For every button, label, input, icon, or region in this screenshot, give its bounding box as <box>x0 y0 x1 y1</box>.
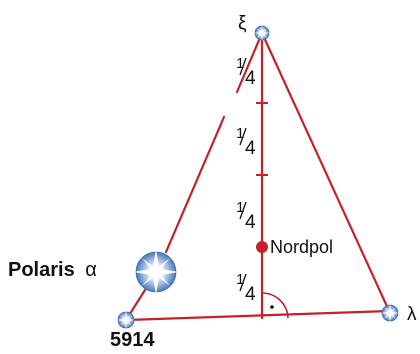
star-5914-icon <box>116 310 136 330</box>
star-spikes <box>133 249 179 295</box>
right-angle-icon <box>261 292 289 319</box>
label-polaris-name: Polaris <box>8 259 75 281</box>
fraction-numerator: 1 <box>236 199 244 216</box>
star-xi-icon <box>253 24 271 42</box>
quarter-ticks <box>256 102 268 176</box>
fraction-numerator: 1 <box>236 55 244 72</box>
label-5914: 5914 <box>110 329 155 351</box>
fraction-quarter: 14 <box>236 55 256 89</box>
label-lambda: λ <box>407 304 417 325</box>
star-spikes <box>380 303 400 323</box>
edge-xi-polaris-lower <box>164 115 226 254</box>
fraction-slash <box>239 201 247 220</box>
fraction-quarter: 14 <box>236 271 256 305</box>
star-spikes <box>116 310 136 330</box>
star-spikes <box>253 24 271 42</box>
fraction-quarter: 14 <box>236 125 256 159</box>
right-angle-dot <box>270 305 274 309</box>
edge-5914-lambda <box>124 309 392 322</box>
fraction-denominator: 4 <box>245 138 256 159</box>
label-polaris: Polaris α <box>8 259 97 281</box>
label-polaris-greek: α <box>85 259 97 281</box>
edge-xi-lambda <box>260 31 392 315</box>
label-xi: ξ <box>238 13 247 34</box>
fraction-denominator: 4 <box>245 68 256 89</box>
star-lambda-icon <box>380 303 400 323</box>
fraction-denominator: 4 <box>245 212 256 233</box>
fraction-slash <box>239 127 247 146</box>
fraction-denominator: 4 <box>245 284 256 305</box>
fraction-quarter: 14 <box>236 199 256 233</box>
polaris-star-icon <box>133 249 179 295</box>
star-core <box>260 31 264 35</box>
label-nordpol: Nordpol <box>270 237 333 257</box>
star-core <box>123 317 129 323</box>
edge-xi-polaris-upper <box>235 31 264 94</box>
fraction-numerator: 1 <box>236 271 244 288</box>
star-core <box>387 310 393 316</box>
right-angle-arc <box>261 292 289 319</box>
fraction-slash <box>239 273 247 292</box>
fraction-slash <box>239 57 247 76</box>
fraction-numerator: 1 <box>236 125 244 142</box>
star-core <box>150 266 162 278</box>
north-pole-dot-icon <box>256 241 268 253</box>
